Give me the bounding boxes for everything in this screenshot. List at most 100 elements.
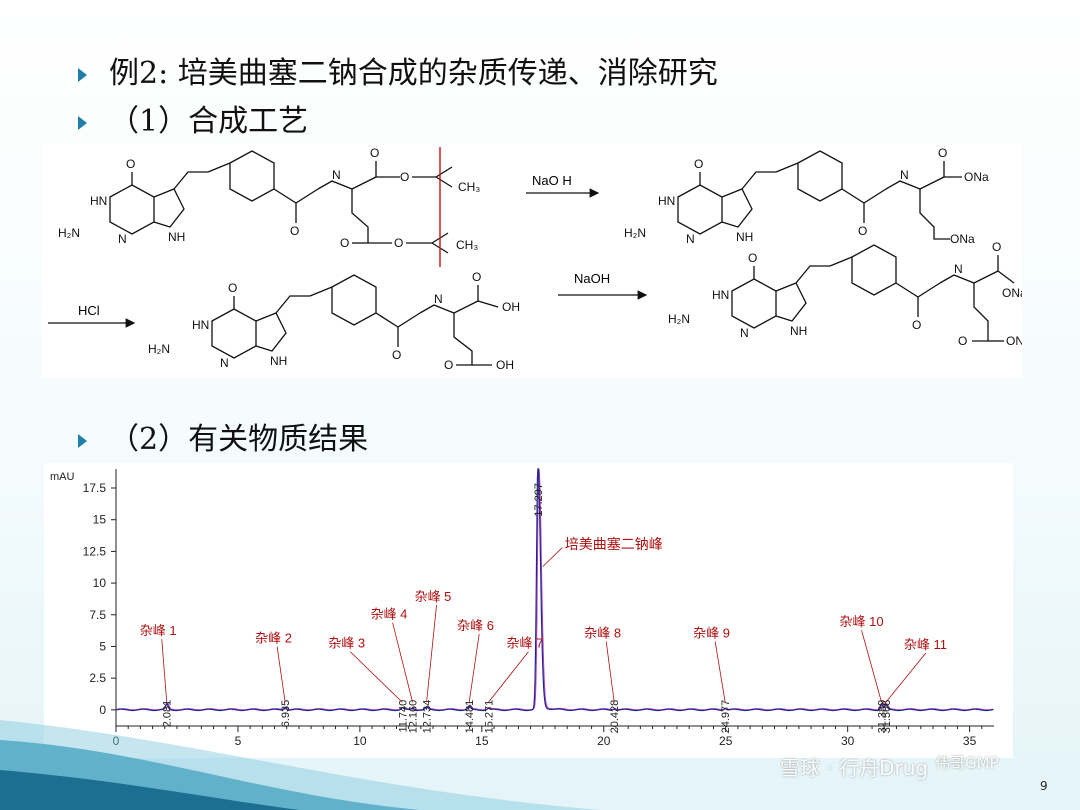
y-axis-unit-label: mAU [50, 471, 75, 483]
peak-leader-line [861, 630, 882, 703]
svg-text:HN: HN [90, 194, 107, 208]
peak-leader-line [350, 651, 403, 703]
y-tick-label: 12.5 [83, 544, 107, 558]
chromatogram-trace-secondary [115, 468, 994, 711]
retention-time-label: 6.935 [280, 700, 292, 728]
y-tick-label: 15 [93, 513, 107, 527]
svg-text:NH: NH [790, 324, 807, 338]
svg-text:ONa: ONa [950, 232, 975, 246]
related-substances-text: （2）有关物质结果 [109, 422, 369, 457]
svg-text:NH: NH [168, 230, 185, 244]
svg-text:O: O [394, 236, 403, 250]
watermark-xueqiu: 雪球 · 行舟Drug [780, 756, 929, 780]
peak-leader-line [605, 641, 615, 703]
peak-name-label: 杂峰 6 [457, 618, 494, 633]
svg-text:H₂N: H₂N [624, 226, 646, 240]
retention-time-label: 15.271 [483, 700, 495, 734]
svg-text:N: N [954, 262, 963, 276]
diacid-structure: O HN H₂N N NH O N O OH O OH [148, 270, 520, 372]
bullet-example-title: 例2: 培美曲塞二钠合成的杂质传递、消除研究 [78, 48, 718, 92]
peak-leader-line [426, 604, 437, 703]
triangle-bullet-icon [78, 116, 87, 130]
peak-name-label: 杂峰 11 [904, 637, 947, 652]
peak-name-label: 杂峰 9 [693, 626, 730, 641]
svg-text:O: O [912, 318, 921, 332]
svg-text:O: O [126, 157, 135, 171]
svg-text:N: N [686, 232, 695, 246]
retention-time-label: 11.740 [397, 700, 409, 733]
y-tick-label: 10 [93, 576, 107, 590]
peak-name-label: 杂峰 7 [506, 636, 543, 651]
retention-time-label: 24.977 [720, 700, 732, 734]
bullet-related-substances: （2）有关物质结果 [78, 414, 368, 458]
peak-leader-line [392, 622, 413, 703]
x-tick-label: 35 [963, 734, 977, 748]
bullet-synthesis-process: （1）合成工艺 [78, 96, 308, 140]
retention-time-label: 17.297 [533, 483, 545, 517]
x-tick-label: 15 [475, 734, 489, 748]
retention-time-label: 12.160 [408, 700, 420, 734]
triangle-bullet-icon [78, 434, 87, 448]
main-peak-name-label: 培美曲塞二钠峰 [565, 536, 663, 552]
watermark-gmp: 伟哥GMP [935, 754, 999, 772]
svg-text:O: O [748, 251, 757, 265]
peak-name-label: 杂峰 5 [415, 589, 452, 604]
x-tick-label: 5 [235, 734, 242, 748]
disodium-salt-structure-1: O HN H₂N N NH O N O ONa ONa [624, 146, 989, 246]
y-tick-label: 0 [99, 703, 106, 717]
svg-text:O: O [992, 240, 1001, 254]
peak-name-label: 杂峰 3 [328, 636, 365, 651]
svg-text:N: N [332, 168, 341, 182]
svg-text:N: N [220, 356, 229, 370]
svg-text:H₂N: H₂N [58, 226, 80, 240]
peak-name-label: 杂峰 4 [371, 607, 408, 622]
main-peak-leader-line [542, 547, 563, 567]
y-tick-label: 5 [99, 639, 106, 653]
svg-text:N: N [118, 232, 127, 246]
svg-text:HN: HN [712, 288, 729, 302]
svg-text:O: O [938, 146, 947, 160]
peak-leader-line [161, 639, 168, 703]
x-tick-label: 20 [597, 734, 611, 748]
svg-text:O: O [694, 157, 703, 171]
svg-text:N: N [900, 168, 909, 182]
triangle-bullet-icon [78, 68, 87, 82]
reagent-naoh-label-1: NaO H [532, 173, 572, 188]
svg-text:O: O [472, 270, 481, 284]
svg-text:O: O [370, 146, 379, 160]
svg-text:O: O [400, 170, 409, 184]
svg-text:N: N [434, 292, 443, 306]
y-tick-label: 17.5 [83, 481, 107, 495]
svg-text:OH: OH [502, 300, 520, 314]
svg-text:OH: OH [496, 358, 514, 372]
peak-name-label: 杂峰 1 [140, 623, 177, 638]
synthesis-scheme-panel: O HN H₂N N NH O N O O CH₃ O O CH₃ NaO H … [42, 143, 1031, 378]
retention-time-label: 14.481 [464, 700, 476, 734]
peak-leader-line [276, 646, 286, 703]
retention-time-label: 31.566 [881, 700, 893, 734]
peak-name-label: 杂峰 2 [255, 631, 292, 646]
svg-text:O: O [858, 224, 867, 238]
peak-name-label: 杂峰 10 [840, 614, 884, 629]
y-tick-label: 7.5 [89, 608, 106, 622]
retention-time-label: 2.081 [162, 700, 174, 728]
example-title-text: 例2: 培美曲塞二钠合成的杂质传递、消除研究 [109, 56, 718, 91]
svg-text:O: O [290, 224, 299, 238]
peak-leader-line [885, 652, 927, 703]
retention-time-label: 31.389 [877, 700, 889, 734]
retention-time-label: 20.428 [609, 700, 621, 734]
svg-text:ONa: ONa [1006, 334, 1022, 348]
svg-text:CH₃: CH₃ [458, 180, 480, 194]
retention-time-label: 12.734 [422, 700, 434, 734]
page-number: 9 [1040, 779, 1048, 793]
x-tick-label: 25 [719, 734, 733, 748]
svg-text:H₂N: H₂N [668, 312, 690, 326]
svg-text:O: O [392, 348, 401, 362]
diester-intermediate-structure: O HN H₂N N NH O N O O CH₃ O O CH₃ [58, 146, 480, 267]
svg-text:O: O [958, 334, 967, 348]
svg-text:ONa: ONa [1002, 286, 1022, 300]
peak-leader-line [468, 633, 480, 703]
svg-text:NH: NH [270, 354, 287, 368]
